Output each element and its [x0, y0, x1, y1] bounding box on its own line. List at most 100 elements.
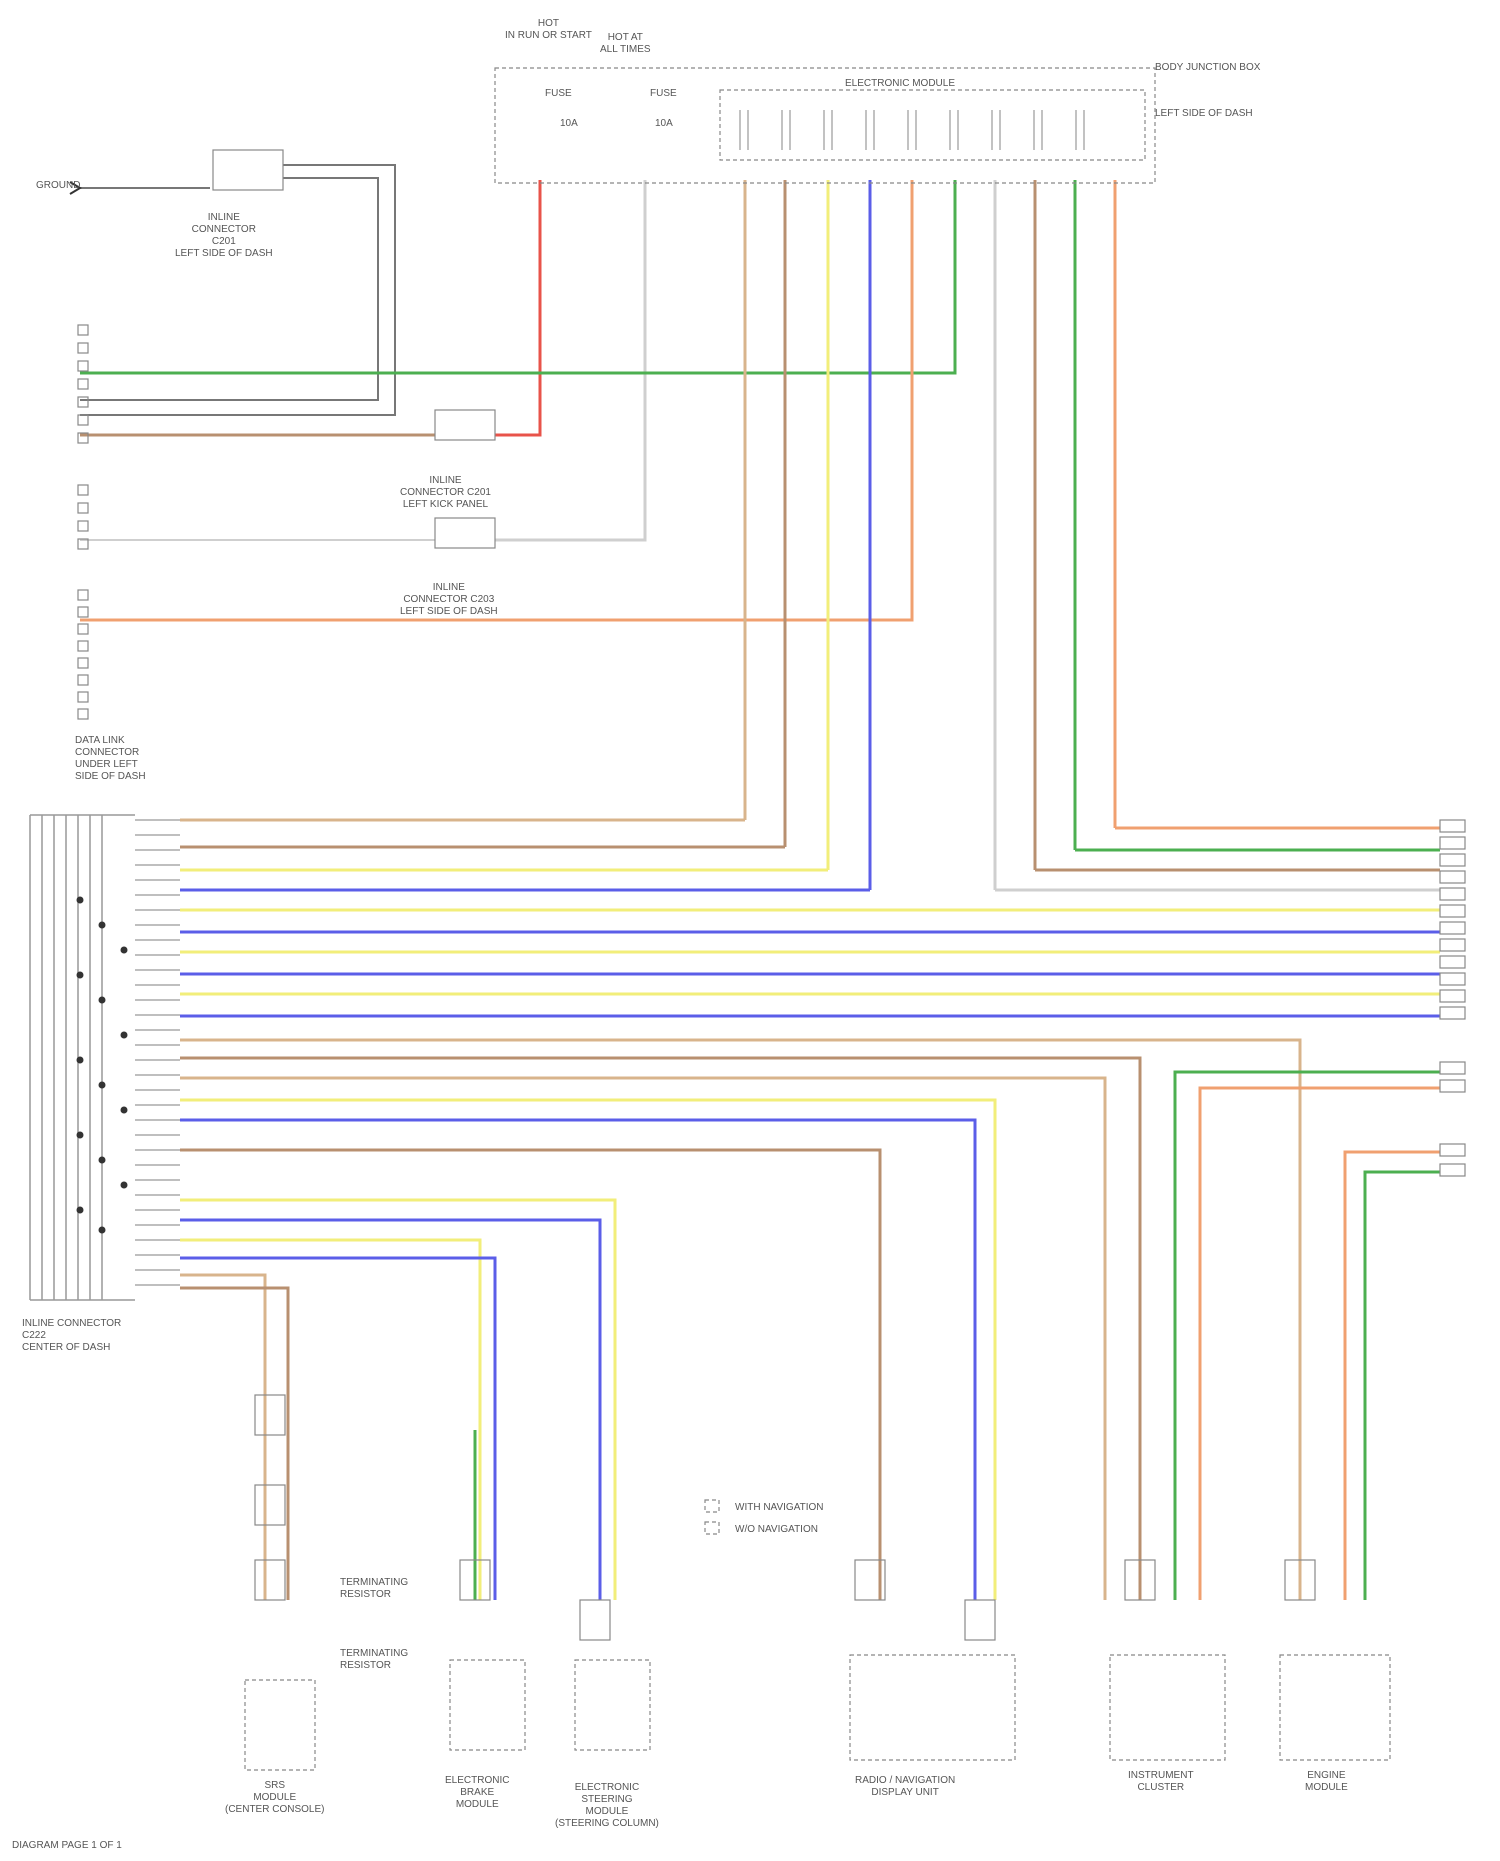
- wire-red: [495, 180, 540, 435]
- splice-dot: [121, 1182, 128, 1189]
- right-connector-pin: [1440, 1080, 1465, 1092]
- dlc-pin: [78, 415, 88, 425]
- electronic-module-box: [720, 90, 1145, 160]
- wire-orange-lower: [1200, 1088, 1440, 1600]
- splice-dot: [99, 1082, 106, 1089]
- right-connector-pin: [1440, 1144, 1465, 1156]
- right-connector-pin: [1440, 939, 1465, 951]
- right-connector-pin: [1440, 820, 1465, 832]
- dlc-pin: [78, 503, 88, 513]
- steering-module: [575, 1660, 650, 1750]
- right-connector-pin: [1440, 837, 1465, 849]
- inline-connector-3: INLINE CONNECTOR C203 LEFT SIDE OF DASH: [400, 582, 498, 618]
- brake-module: [450, 1660, 525, 1750]
- splice-dot: [77, 1132, 84, 1139]
- fuse-a-name: FUSE: [545, 88, 572, 100]
- legend-symbol-1: [705, 1500, 719, 1512]
- right-connector-pin: [1440, 854, 1465, 866]
- radio-display-unit: [850, 1655, 1015, 1760]
- splice-dot: [77, 972, 84, 979]
- fuse-a-amp: 10A: [560, 118, 578, 130]
- bjb-side: LEFT SIDE OF DASH: [1155, 108, 1253, 120]
- inline-connector-block: [965, 1600, 995, 1640]
- right-connector-pin: [1440, 973, 1465, 985]
- right-connector-pin: [1440, 956, 1465, 968]
- splice-dot: [77, 1057, 84, 1064]
- fuse-a-label: HOT IN RUN OR START: [505, 18, 592, 42]
- legend-item-2: W/O NAVIGATION: [735, 1524, 818, 1536]
- data-link-connector: DATA LINK CONNECTOR UNDER LEFT SIDE OF D…: [75, 735, 146, 783]
- wire-green: [80, 180, 955, 373]
- legend-symbol-2: [705, 1522, 719, 1534]
- right-connector-pin: [1440, 871, 1465, 883]
- splice-dot: [99, 997, 106, 1004]
- module-label-5: INSTRUMENT CLUSTER: [1128, 1770, 1194, 1794]
- wire-yellow-radio: [180, 1100, 995, 1600]
- wire-yellow-steer: [180, 1200, 615, 1600]
- right-connector-pin: [1440, 1062, 1465, 1074]
- inline-connector-block: [255, 1560, 285, 1600]
- splice-dot: [121, 947, 128, 954]
- inline-connector-block: [255, 1395, 285, 1435]
- ground-branch: [80, 165, 395, 415]
- inline-connector-2: INLINE CONNECTOR C201 LEFT KICK PANEL: [400, 475, 491, 511]
- splice-dot: [121, 1107, 128, 1114]
- module-label-6: ENGINE MODULE: [1305, 1770, 1348, 1794]
- dlc-pin: [78, 521, 88, 531]
- splice-dot: [121, 1032, 128, 1039]
- dlc-pin: [78, 485, 88, 495]
- inline-connector-block: [580, 1600, 610, 1640]
- right-connector-pin: [1440, 905, 1465, 917]
- engine-module: [1280, 1655, 1390, 1760]
- right-connector-pin: [1440, 990, 1465, 1002]
- splice-dot: [77, 897, 84, 904]
- dlc-pin: [78, 692, 88, 702]
- inline-connector-5: INLINE CONNECTOR C222 CENTER OF DASH: [22, 1318, 121, 1354]
- instrument-cluster: [1110, 1655, 1225, 1760]
- ground-label: GROUND: [36, 180, 80, 192]
- fuse-b-label: HOT AT ALL TIMES: [600, 32, 651, 56]
- right-connector-pin: [1440, 922, 1465, 934]
- wire-green-engine: [1365, 1172, 1440, 1600]
- inline-connector-block: [255, 1485, 285, 1525]
- wire-orange-engine: [1345, 1152, 1440, 1600]
- splice-dot: [99, 922, 106, 929]
- inline-connector-c201-box: [435, 410, 495, 440]
- dlc-pin: [78, 641, 88, 651]
- wire-gray-c203: [495, 180, 645, 540]
- dlc-pin: [78, 325, 88, 335]
- dlc-pin: [78, 397, 88, 407]
- wire-blue-steer: [180, 1220, 600, 1600]
- dlc-pin: [78, 624, 88, 634]
- wire-blue-radio: [180, 1120, 975, 1600]
- module-label-3: ELECTRONIC STEERING MODULE (STEERING COL…: [555, 1782, 659, 1830]
- wires: [30, 110, 1440, 1600]
- bjb-title: BODY JUNCTION BOX: [1155, 62, 1260, 74]
- legend-item-1: WITH NAVIGATION: [735, 1502, 824, 1514]
- splice-dot: [77, 1207, 84, 1214]
- srs-module: [245, 1680, 315, 1770]
- fuse-b-amp: 10A: [655, 118, 673, 130]
- dlc-pin: [78, 675, 88, 685]
- wire-tan-2: [180, 1078, 1105, 1600]
- dlc-pin: [78, 709, 88, 719]
- module-label-4: RADIO / NAVIGATION DISPLAY UNIT: [855, 1775, 955, 1799]
- fuse-b-name: FUSE: [650, 88, 677, 100]
- module-title: ELECTRONIC MODULE: [845, 78, 955, 90]
- wire-yellow-brake: [180, 1240, 480, 1600]
- dlc-pin: [78, 361, 88, 371]
- splice-label-1: TERMINATING RESISTOR: [340, 1577, 408, 1601]
- module-label-2: ELECTRONIC BRAKE MODULE: [445, 1775, 509, 1811]
- splice-dot: [99, 1227, 106, 1234]
- dlc-pin: [78, 607, 88, 617]
- inline-connector-box: [213, 150, 283, 190]
- module-label-1: SRS MODULE (CENTER CONSOLE): [225, 1780, 324, 1816]
- footer-text: DIAGRAM PAGE 1 OF 1: [12, 1840, 122, 1852]
- body-junction-box: [495, 68, 1155, 183]
- wire-tan-srs: [180, 1275, 265, 1600]
- dlc-pin: [78, 590, 88, 600]
- wire-tan-lower: [180, 1040, 1300, 1600]
- dlc-pin: [78, 343, 88, 353]
- dlc-pin: [78, 379, 88, 389]
